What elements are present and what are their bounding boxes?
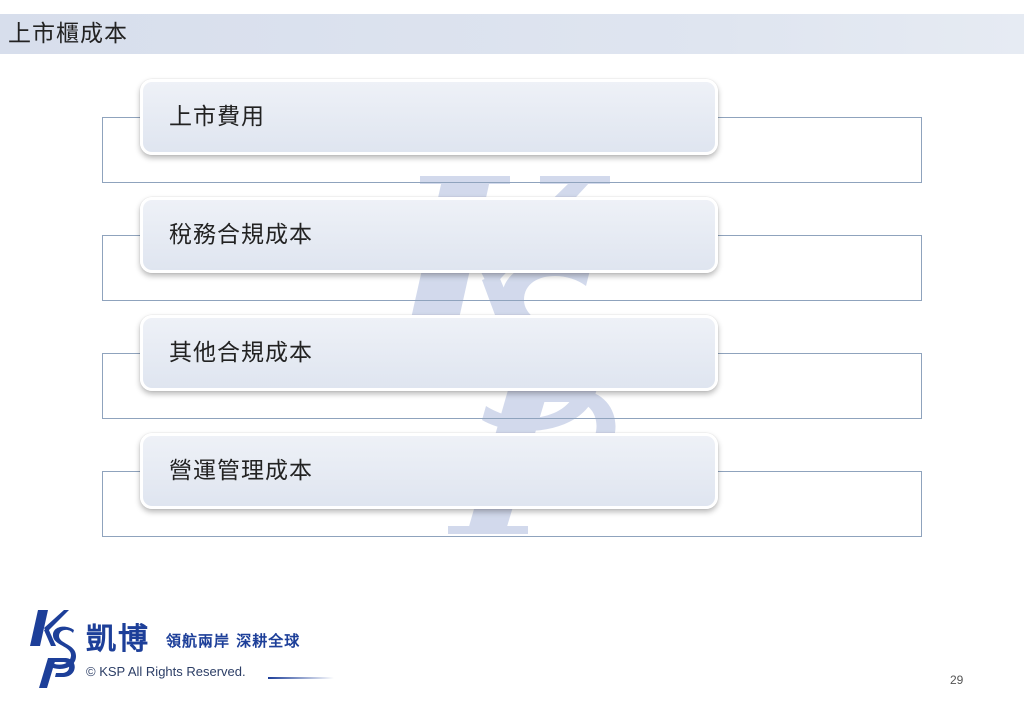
copyright-text: © KSP All Rights Reserved. bbox=[86, 664, 246, 679]
page-number: 29 bbox=[950, 673, 964, 687]
item-card-4: 營運管理成本 bbox=[140, 433, 718, 509]
item-card-3: 其他合規成本 bbox=[140, 315, 718, 391]
title-bar: 上市櫃成本 bbox=[0, 14, 1024, 54]
item-label-1: 上市費用 bbox=[169, 104, 265, 130]
item-card-2: 稅務合規成本 bbox=[140, 197, 718, 273]
item-label-2: 稅務合規成本 bbox=[169, 222, 313, 248]
brand-tagline: 領航兩岸 深耕全球 bbox=[166, 632, 301, 650]
item-label-4: 營運管理成本 bbox=[169, 458, 313, 484]
brand-name: 凱博 bbox=[86, 622, 150, 657]
item-label-3: 其他合規成本 bbox=[169, 340, 313, 366]
slide-title: 上市櫃成本 bbox=[8, 21, 128, 47]
item-card-1: 上市費用 bbox=[140, 79, 718, 155]
copyright-underline bbox=[268, 677, 334, 679]
ksp-logo-icon bbox=[30, 610, 76, 688]
